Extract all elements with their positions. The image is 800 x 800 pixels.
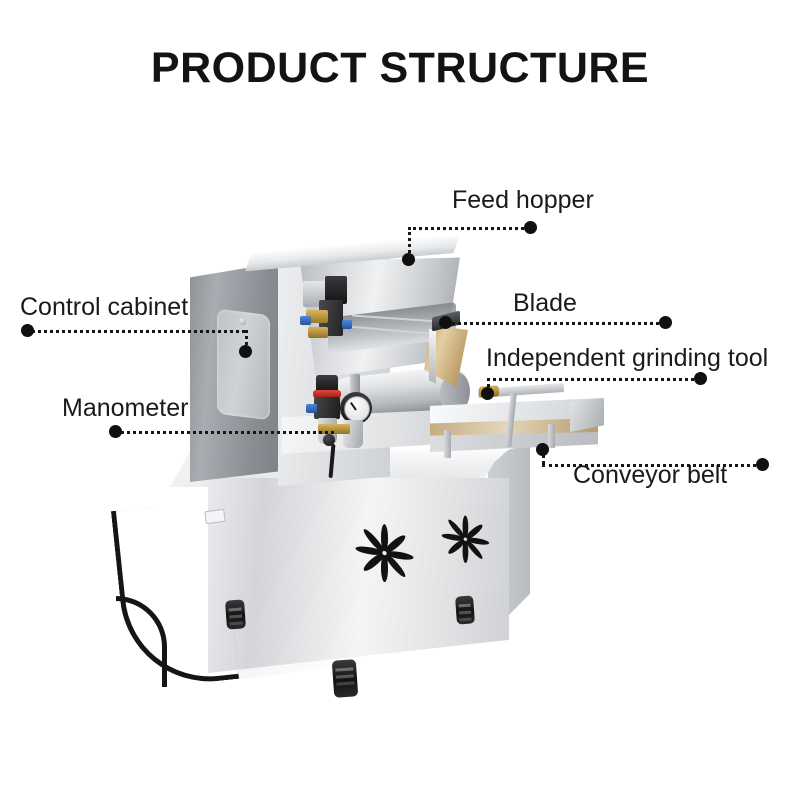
manometer-gauge-dial [344, 396, 370, 422]
control-cabinet-access-door [217, 308, 270, 421]
leader-line-blade-horizontal [445, 322, 665, 325]
leader-dot-control-cabinet-anchor [238, 344, 252, 358]
leader-dot-manometer-end [108, 424, 122, 438]
page-title: PRODUCT STRUCTURE [150, 44, 650, 92]
leader-line-conveyor-belt-vertical [542, 449, 545, 464]
blade-cutting-edge [429, 328, 436, 384]
base-cabinet-front-panel [208, 478, 509, 673]
solenoid-valve-coil [325, 276, 347, 304]
control-cabinet-door-screw [239, 318, 246, 325]
callout-label-feed-hopper: Feed hopper [452, 186, 594, 214]
leader-dot-feed-hopper-end [523, 220, 537, 234]
leader-dot-conveyor-belt-end [755, 457, 769, 471]
callout-label-manometer: Manometer [62, 394, 189, 422]
regulator-lock-ring-red [313, 390, 341, 398]
leader-dot-grinding-tool-end [693, 371, 707, 385]
leader-dot-feed-hopper-anchor [401, 252, 415, 266]
vent-cutout-pinwheel-small [439, 510, 491, 571]
leader-line-grinding-tool-horizontal [487, 378, 700, 381]
manometer-stem [350, 374, 360, 394]
power-cable-connector [204, 508, 226, 525]
leader-line-feed-hopper-vertical [408, 227, 411, 259]
push-fit-connector-left [300, 316, 311, 325]
push-fit-connector-right [342, 320, 352, 329]
brass-fitting-upper [306, 310, 328, 323]
leader-line-feed-hopper-horizontal [408, 227, 530, 230]
caster-back-right [455, 595, 475, 625]
leader-dot-conveyor-belt-anchor [535, 442, 549, 456]
leader-dot-blade-end [658, 315, 672, 329]
regulator-body [314, 397, 340, 419]
leader-line-grinding-tool-vertical [487, 378, 490, 393]
conveyor-support-leg-front [444, 430, 451, 458]
leader-dot-grinding-tool-anchor [480, 386, 494, 400]
callout-label-independent-grinding-tool: Independent grinding tool [486, 344, 769, 372]
callout-label-blade: Blade [513, 289, 577, 317]
push-fit-connector-regulator [306, 404, 317, 413]
caster-front-left [331, 659, 359, 698]
brass-fitting-lower [308, 327, 328, 338]
leader-line-control-cabinet-vertical [245, 330, 248, 351]
leader-line-manometer-horizontal [115, 431, 334, 434]
brass-manifold-bar [318, 424, 350, 434]
leader-line-control-cabinet-horizontal [27, 330, 245, 333]
regulator-adjust-knob [316, 375, 338, 391]
conveyor-belt-end-roller-housing [570, 398, 604, 432]
callout-label-control-cabinet: Control cabinet [20, 293, 189, 321]
leader-dot-control-cabinet-end [20, 323, 34, 337]
leader-line-conveyor-belt-horizontal [542, 464, 762, 467]
drain-knob [323, 434, 335, 446]
leader-dot-blade-anchor [438, 315, 452, 329]
vent-cutout-pinwheel-large [352, 517, 416, 591]
conveyor-support-leg-rear [548, 424, 555, 448]
